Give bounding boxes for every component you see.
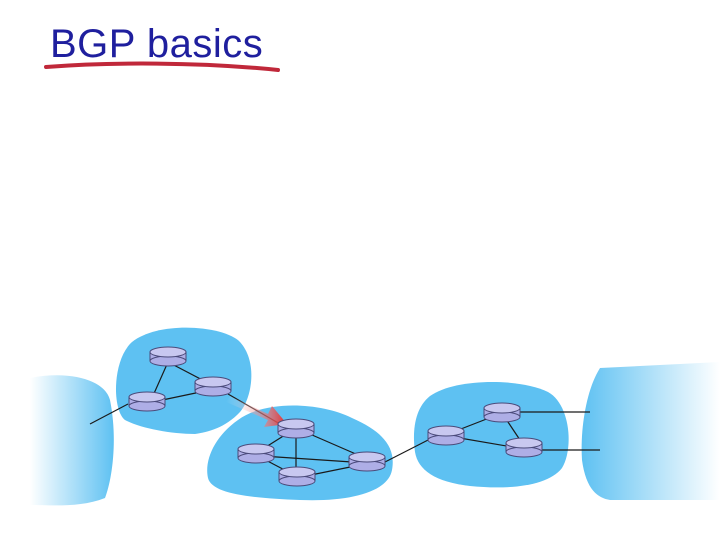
router-icon xyxy=(149,346,187,367)
router-icon xyxy=(277,418,315,439)
as-cloud-3 xyxy=(413,381,569,488)
router-icon xyxy=(278,466,316,487)
as-cloud-right-edge xyxy=(581,362,720,500)
router-icon xyxy=(483,402,521,423)
bgp-session-arrow xyxy=(226,396,287,427)
router-icon xyxy=(348,451,386,472)
as-cloud-left-edge xyxy=(30,375,114,506)
link-inter-as-2-3 xyxy=(384,437,433,463)
link-edge-left xyxy=(89,403,129,425)
router-icon xyxy=(427,425,465,446)
router-icon xyxy=(505,437,543,458)
router-icon xyxy=(194,376,232,397)
slide-title: BGP basics xyxy=(50,22,264,66)
as-cloud-2 xyxy=(207,405,393,501)
router-icon xyxy=(128,391,166,412)
title-underline xyxy=(44,61,280,72)
router-icon xyxy=(237,443,275,464)
